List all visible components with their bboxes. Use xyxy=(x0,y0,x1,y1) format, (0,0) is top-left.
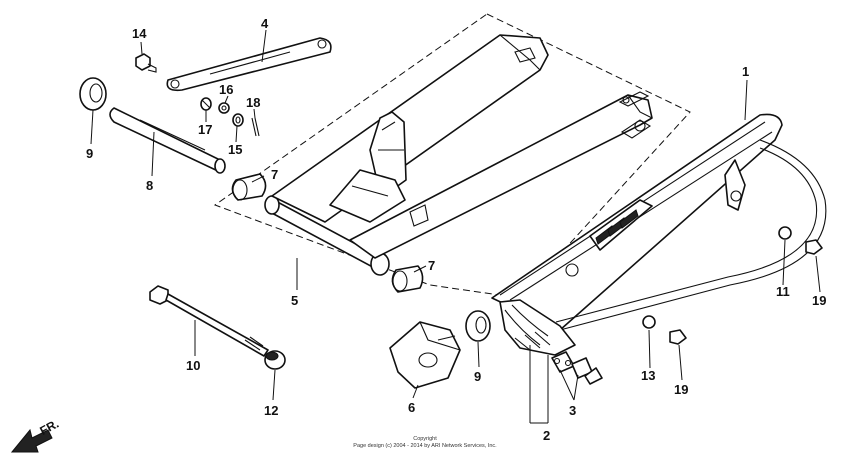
callout-11: 11 xyxy=(776,284,790,299)
washer-part[interactable] xyxy=(218,102,230,114)
copyright-notice: Copyright Page design (c) 2004 - 2014 by… xyxy=(300,436,550,450)
swingarm-part[interactable] xyxy=(264,34,653,276)
callout-12: 12 xyxy=(264,403,278,418)
pivot-shaft-part[interactable] xyxy=(109,107,226,174)
leader-lines xyxy=(90,29,821,424)
callout-19-upper: 19 xyxy=(812,293,826,308)
cotter-pin-part[interactable] xyxy=(251,117,260,137)
assembly-boundary xyxy=(213,13,691,299)
callout-9-lower: 9 xyxy=(474,369,481,384)
callout-10: 10 xyxy=(186,358,200,373)
bushing-upper-part[interactable] xyxy=(231,173,267,201)
bushing-lower-part[interactable] xyxy=(391,265,424,293)
front-direction-arrow-icon xyxy=(10,428,53,453)
callout-14: 14 xyxy=(132,26,147,41)
copyright-line-2: Page design (c) 2004 - 2014 by ARI Netwo… xyxy=(353,443,497,449)
callout-4: 4 xyxy=(261,16,269,31)
chain-case-collar-part[interactable] xyxy=(642,315,656,329)
chain-case-bolt-lower-part[interactable] xyxy=(669,329,687,345)
torque-bolt-part[interactable] xyxy=(135,53,157,73)
chain-case-bolt-upper-part[interactable] xyxy=(805,239,823,255)
callout-8: 8 xyxy=(146,178,153,193)
chain-case-washer-part[interactable] xyxy=(778,226,792,240)
nut-part[interactable] xyxy=(232,113,244,127)
callout-19-lower: 19 xyxy=(674,382,688,397)
master-link-part[interactable] xyxy=(551,351,603,385)
callout-15: 15 xyxy=(228,142,242,157)
callout-18: 18 xyxy=(246,95,260,110)
adjusting-nut-part[interactable] xyxy=(264,350,286,370)
callout-7-lower: 7 xyxy=(428,258,435,273)
callout-13: 13 xyxy=(641,368,655,383)
callout-5: 5 xyxy=(291,293,298,308)
callout-17: 17 xyxy=(198,122,212,137)
torque-link-part[interactable] xyxy=(166,37,332,92)
drive-chain-part[interactable] xyxy=(499,139,827,356)
callout-2: 2 xyxy=(543,428,550,443)
callout-6: 6 xyxy=(408,400,415,415)
callout-3: 3 xyxy=(569,403,576,418)
callout-9-upper: 9 xyxy=(86,146,93,161)
dust-seal-cap-upper-part[interactable] xyxy=(79,77,107,111)
copyright-line-1: Copyright xyxy=(413,436,437,442)
chain-slider-part[interactable] xyxy=(389,321,461,389)
callout-1: 1 xyxy=(742,64,749,79)
lock-nut-part[interactable] xyxy=(200,97,212,111)
pivot-bolt-part[interactable] xyxy=(149,285,269,357)
dust-seal-cap-lower-part[interactable] xyxy=(465,310,491,342)
callout-16: 16 xyxy=(219,82,233,97)
chain-case-part[interactable] xyxy=(491,113,783,331)
callout-7-upper: 7 xyxy=(271,167,278,182)
